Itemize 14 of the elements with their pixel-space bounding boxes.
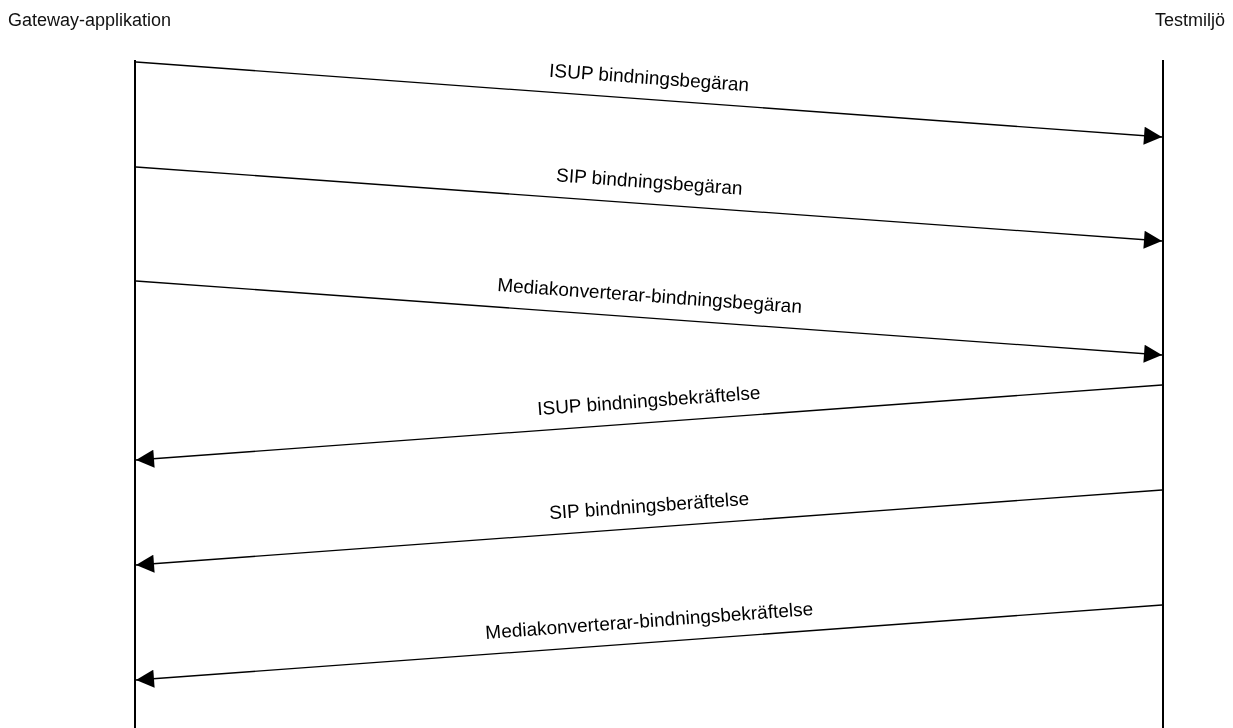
edge-label: SIP bindningsbegäran (554, 164, 743, 200)
message-arrow (135, 489, 1163, 573)
lifeline-title: Testmiljö (1155, 10, 1225, 31)
edge-label: ISUP bindningsbegäran (548, 59, 750, 96)
lifeline-title: Gateway-applikation (8, 10, 172, 31)
message-arrow (135, 61, 1163, 145)
edge-label: SIP bindningsberäftelse (548, 487, 750, 524)
message-arrow (135, 280, 1163, 363)
lifeline (1162, 60, 1164, 728)
edge-label: ISUP bindningsbekräftelse (536, 381, 762, 420)
message-arrow (135, 166, 1163, 249)
lifeline (134, 60, 136, 728)
message-arrow (135, 604, 1163, 688)
message-arrow (135, 384, 1163, 468)
